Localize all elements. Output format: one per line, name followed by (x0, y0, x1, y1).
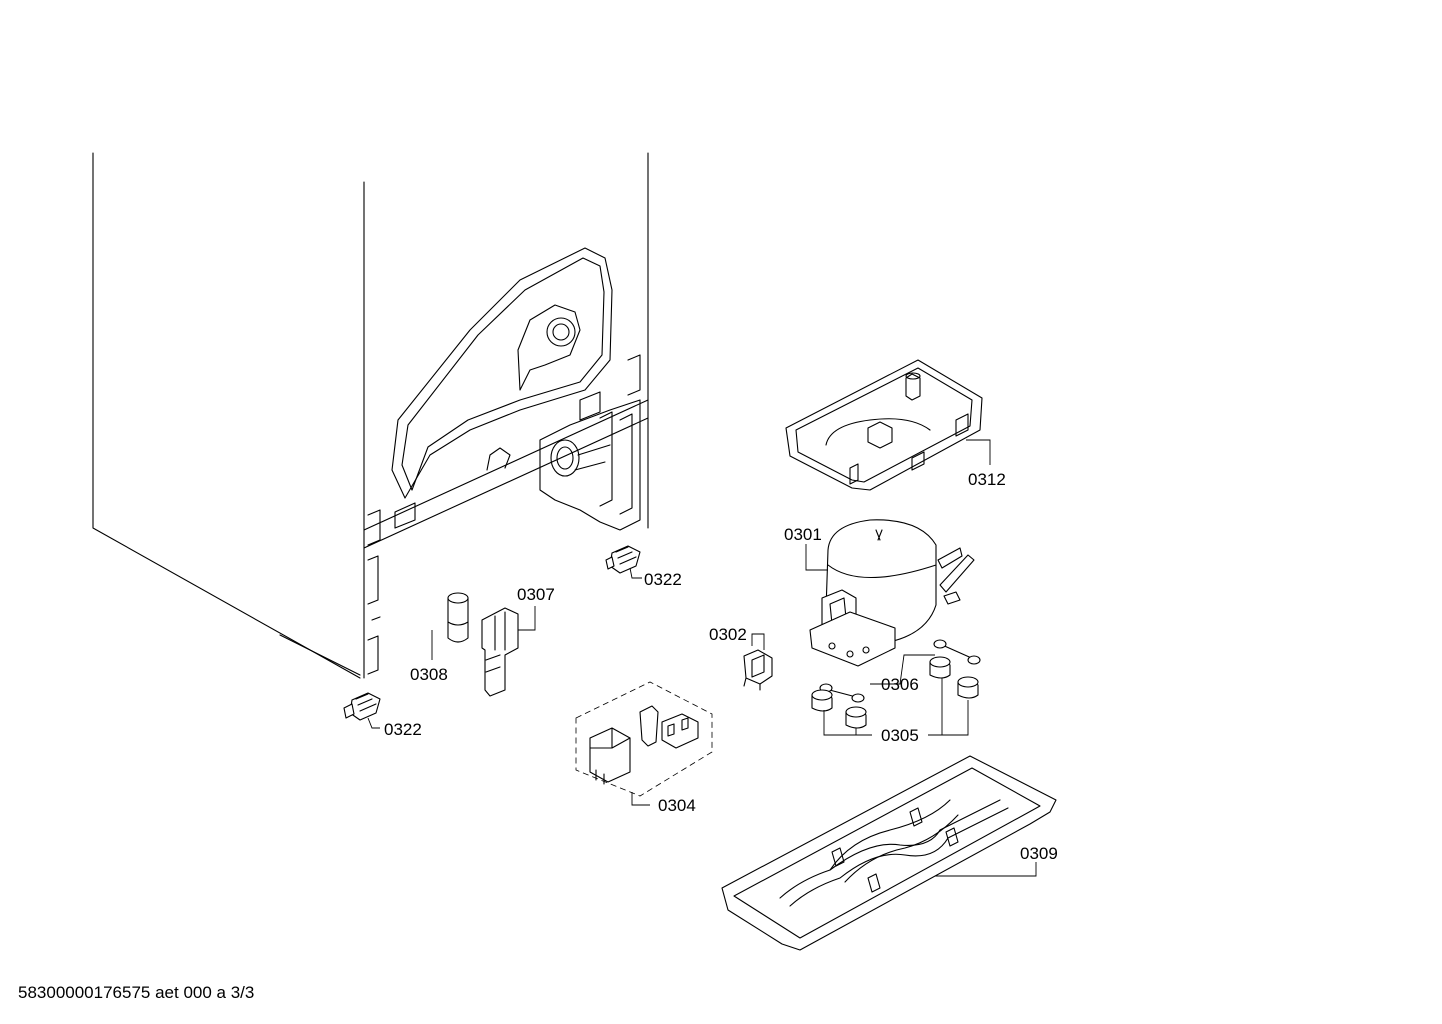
electrical-kit-0304 (575, 681, 713, 806)
part-label-0306: 0306 (881, 675, 919, 694)
foot-0322-lower (343, 692, 381, 729)
leader-0305-right (928, 678, 969, 736)
part-label-0307: 0307 (517, 585, 555, 604)
base-plate-0309 (721, 755, 1057, 951)
part-label-0304: 0304 (658, 796, 696, 815)
relay-module-0307 (481, 606, 536, 697)
compressor-0301 (805, 519, 975, 667)
leader-0306 (870, 654, 935, 685)
ptc-starter-0302 (743, 633, 773, 691)
part-label-0301: 0301 (784, 525, 822, 544)
clip-0306-right (933, 639, 981, 665)
grommets-0305 (811, 656, 979, 729)
part-label-0322-lower: 0322 (384, 720, 422, 739)
fridge-cabinet (92, 152, 649, 679)
part-label-0312: 0312 (968, 470, 1006, 489)
compressor-tray-0312 (785, 359, 991, 491)
part-label-0308: 0308 (410, 665, 448, 684)
leader-0305-left (823, 710, 872, 736)
document-footer-id: 58300000176575 aet 000 a 3/3 (18, 983, 255, 1002)
capacitor-0308 (431, 592, 469, 660)
part-label-0302: 0302 (709, 625, 747, 644)
part-label-0322-upper: 0322 (644, 570, 682, 589)
part-label-0305: 0305 (881, 726, 919, 745)
foot-0322-upper (605, 545, 642, 579)
part-label-0309: 0309 (1020, 844, 1058, 863)
